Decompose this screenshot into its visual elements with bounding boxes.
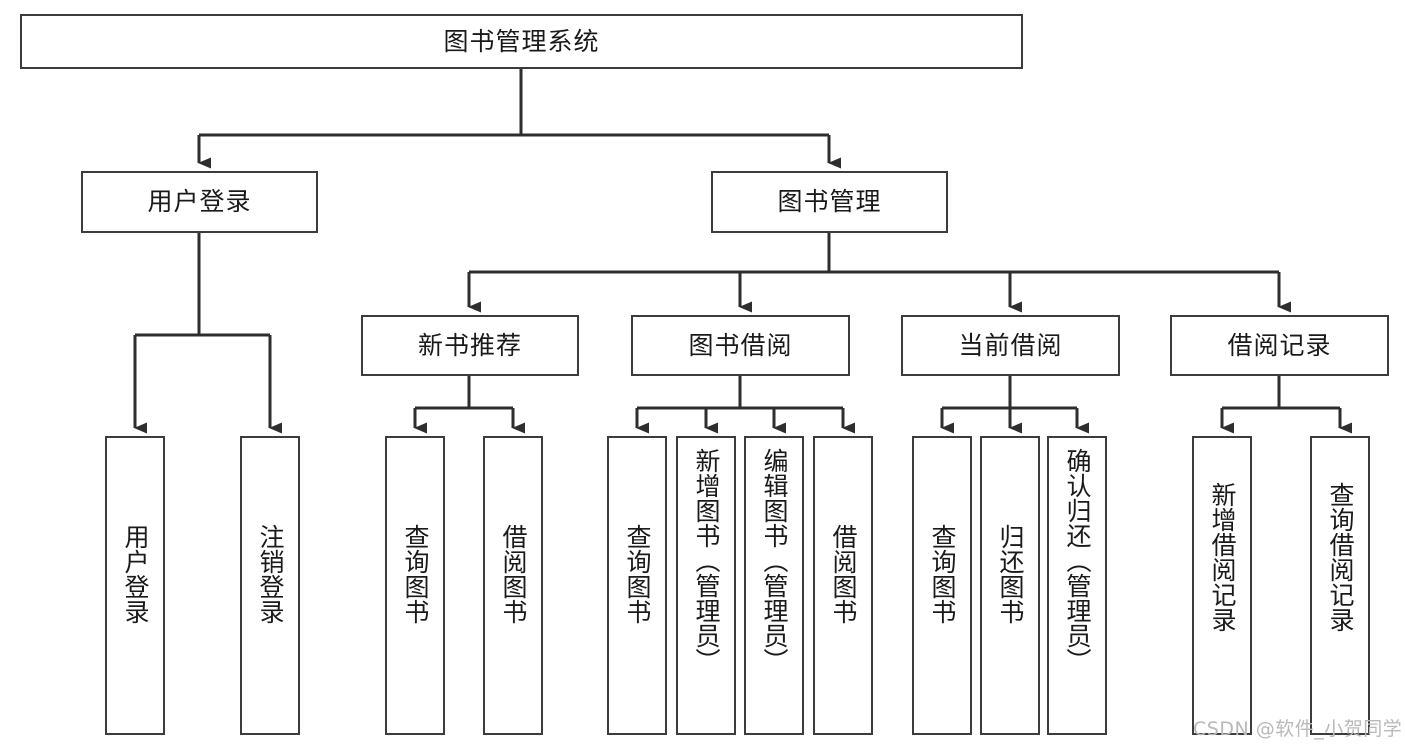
node-label: 查询图书: [928, 524, 957, 624]
leaf-current-borrow-return-book[interactable]: 归还图书: [980, 436, 1040, 735]
watermark: CSDN @软件_小贺同学: [1193, 718, 1403, 740]
node-label: 图书管理: [777, 187, 882, 217]
node-label: 用户登录: [147, 187, 252, 217]
leaf-new-book-borrow-book[interactable]: 借阅图书: [483, 436, 543, 735]
node-borrow-record[interactable]: 借阅记录: [1170, 315, 1389, 376]
node-label: 查询借阅记录: [1326, 482, 1355, 632]
node-label: 新增借阅记录: [1208, 482, 1237, 632]
node-label: 查询图书: [401, 524, 430, 624]
node-label: 借阅图书: [499, 524, 528, 624]
node-label: 查询图书: [623, 524, 652, 624]
leaf-new-book-query-book[interactable]: 查询图书: [385, 436, 445, 735]
node-label: 当前借阅: [958, 330, 1063, 360]
node-label: 用户登录: [121, 524, 150, 624]
node-current-borrow[interactable]: 当前借阅: [901, 315, 1120, 376]
leaf-user-login-logout[interactable]: 注销登录: [240, 436, 300, 735]
node-root-book-management-system[interactable]: 图书管理系统: [20, 14, 1023, 69]
leaf-user-login-login[interactable]: 用户登录: [105, 436, 165, 735]
leaf-book-borrow-borrow-book[interactable]: 借阅图书: [813, 436, 873, 735]
node-new-book-recommend[interactable]: 新书推荐: [361, 315, 579, 376]
node-label: 图书管理系统: [443, 26, 600, 56]
node-label: 图书借阅: [688, 330, 793, 360]
node-user-login[interactable]: 用户登录: [81, 171, 318, 233]
node-label: 编辑图书（管理员）: [760, 448, 789, 673]
leaf-current-borrow-query-book[interactable]: 查询图书: [912, 436, 972, 735]
node-label: 新书推荐: [417, 330, 522, 360]
node-label: 确认归还（管理员）: [1063, 448, 1092, 673]
node-label: 归还图书: [996, 524, 1025, 624]
leaf-book-borrow-query-book[interactable]: 查询图书: [607, 436, 667, 735]
leaf-borrow-record-query-record[interactable]: 查询借阅记录: [1310, 436, 1370, 735]
node-label: 注销登录: [256, 524, 285, 624]
leaf-current-borrow-confirm-return-admin[interactable]: 确认归还（管理员）: [1047, 436, 1107, 735]
node-book-borrow[interactable]: 图书借阅: [631, 315, 850, 376]
leaf-book-borrow-add-book-admin[interactable]: 新增图书（管理员）: [676, 436, 736, 735]
node-label: 新增图书（管理员）: [692, 448, 721, 673]
leaf-borrow-record-add-record[interactable]: 新增借阅记录: [1192, 436, 1252, 735]
leaf-book-borrow-edit-book-admin[interactable]: 编辑图书（管理员）: [744, 436, 804, 735]
node-label: 借阅图书: [829, 524, 858, 624]
node-label: 借阅记录: [1227, 330, 1332, 360]
node-book-management[interactable]: 图书管理: [711, 171, 948, 233]
